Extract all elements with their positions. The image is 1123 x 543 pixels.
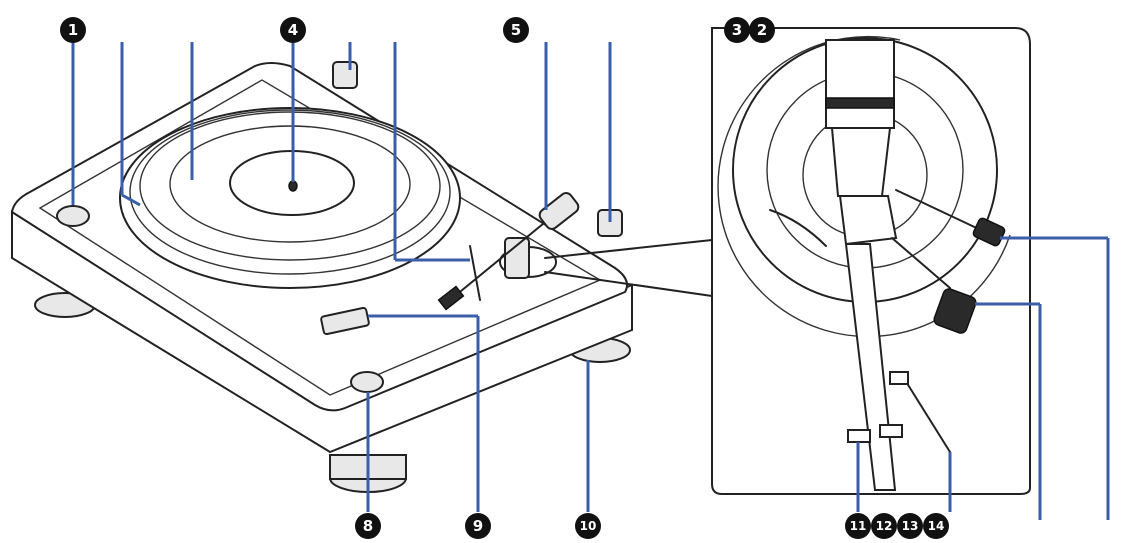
zoom-collar xyxy=(832,128,890,196)
callout-3-label: 3 xyxy=(732,21,742,39)
callout-10-label: 10 xyxy=(580,519,597,533)
callout-8-label: 8 xyxy=(363,517,373,535)
callout-12-label: 12 xyxy=(876,519,893,533)
callout-5: 5 xyxy=(503,17,529,43)
zoom-counterweight xyxy=(826,40,894,128)
callout-3: 3 xyxy=(724,17,750,43)
callout-2-label: 2 xyxy=(757,21,767,39)
callout-5-label: 5 xyxy=(511,21,521,39)
callout-9-label: 9 xyxy=(473,517,483,535)
callout-13: 13 xyxy=(897,513,923,539)
zoom-clip-right xyxy=(880,425,902,437)
callout-14: 14 xyxy=(923,513,949,539)
button-left xyxy=(57,206,89,226)
callout-2: 2 xyxy=(749,17,775,43)
callout-13-label: 13 xyxy=(902,519,919,533)
callout-14-label: 14 xyxy=(928,519,945,533)
zoom-clip-top xyxy=(890,372,908,384)
callout-11: 11 xyxy=(845,513,871,539)
zoom-weight-band xyxy=(826,98,894,108)
callout-11-label: 11 xyxy=(850,519,867,533)
callout-4-label: 4 xyxy=(288,21,298,39)
callout-1: 1 xyxy=(60,17,86,43)
zoom-clip-left xyxy=(848,430,870,442)
spindle xyxy=(289,181,297,191)
button-front xyxy=(351,372,383,392)
zoom-pivot-block xyxy=(840,196,896,244)
callout-9: 9 xyxy=(465,513,491,539)
hinge-left xyxy=(333,62,357,88)
callout-1-label: 1 xyxy=(68,21,78,39)
callout-12: 12 xyxy=(871,513,897,539)
callout-8: 8 xyxy=(355,513,381,539)
zoom-panel xyxy=(712,28,1030,494)
callout-4: 4 xyxy=(280,17,306,43)
callout-10: 10 xyxy=(575,513,601,539)
